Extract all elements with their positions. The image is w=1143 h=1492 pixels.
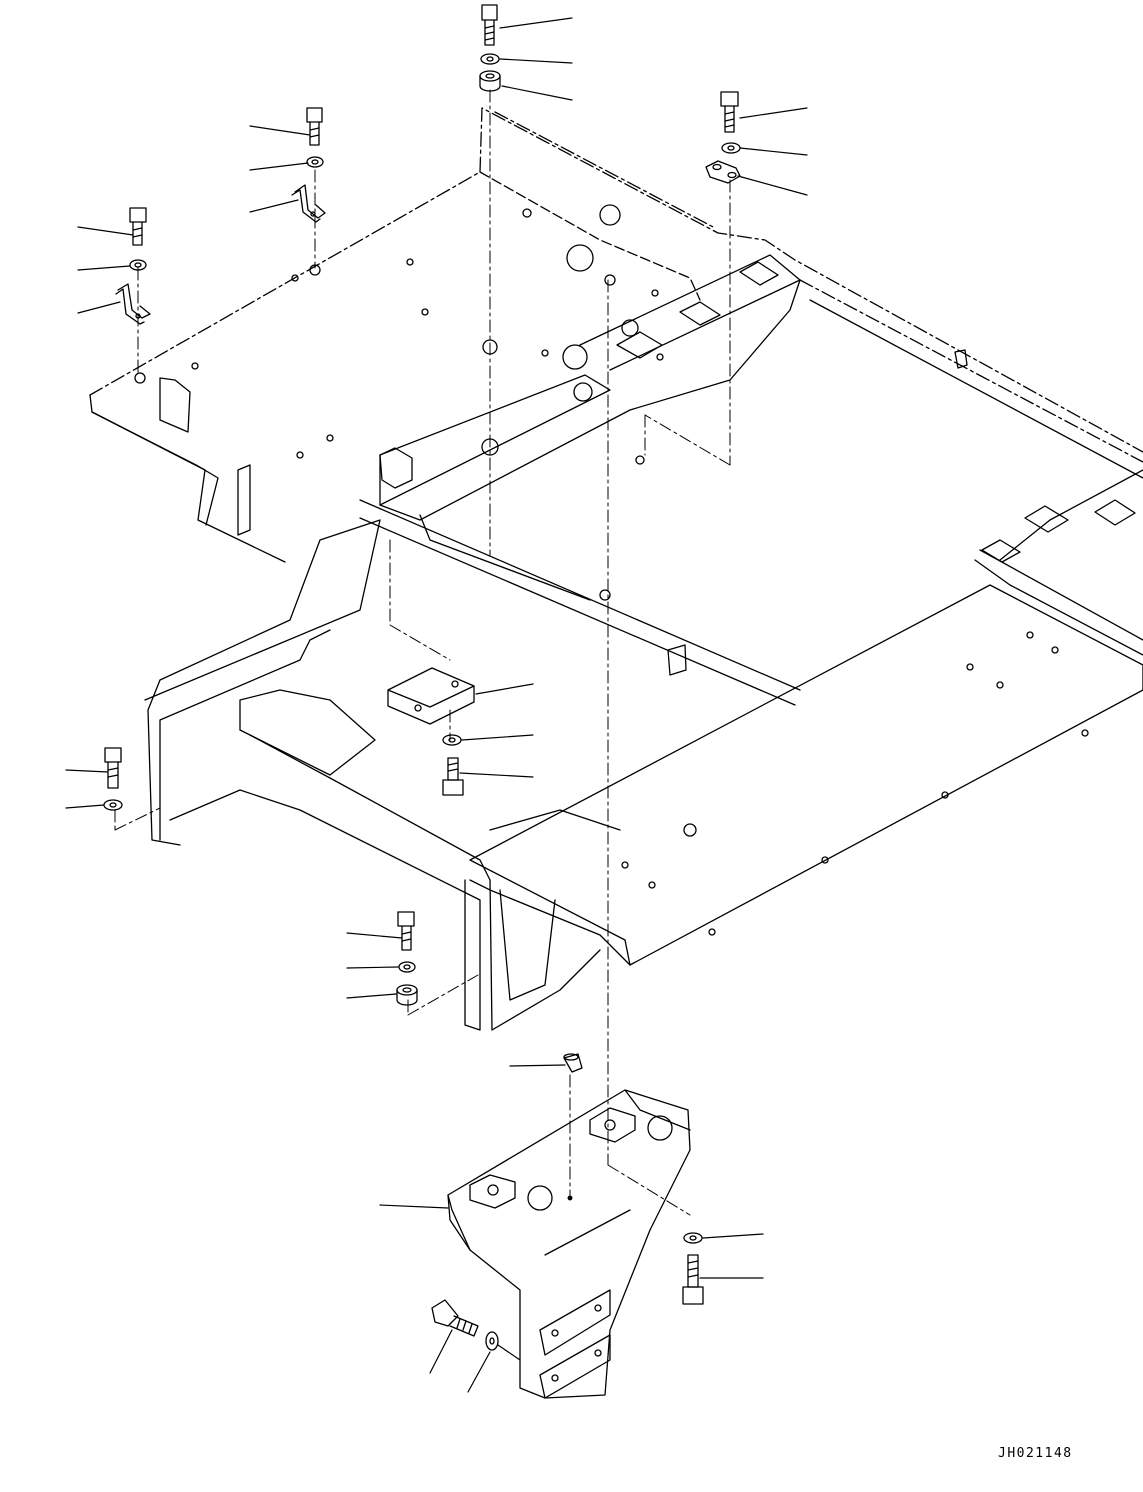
main-frame (89, 107, 1143, 1031)
fasteners (103, 4, 741, 1351)
assembly-lines (114, 89, 731, 1216)
drawing-code: JH021148 (998, 1446, 1073, 1461)
swing-bracket (447, 1089, 691, 1399)
leader-lines (65, 17, 808, 1393)
cover-plate (387, 667, 475, 725)
